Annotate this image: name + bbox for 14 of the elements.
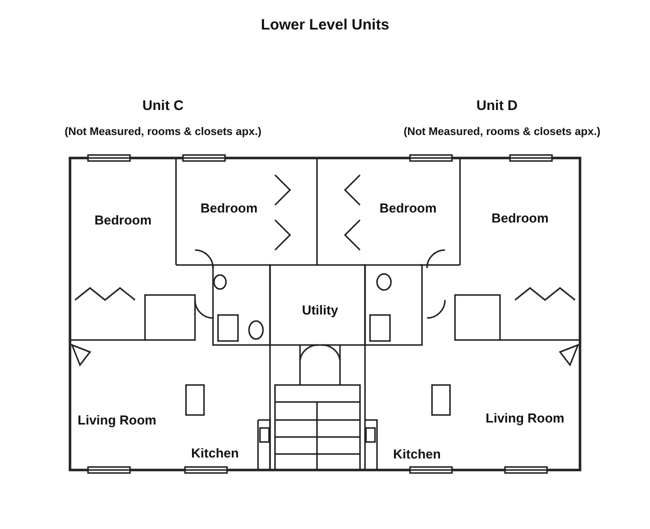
measurement-note: (Not Measured, rooms & closets apx.) — [404, 126, 600, 138]
unit-heading: Unit D — [476, 97, 518, 113]
room-label: Bedroom — [200, 200, 258, 216]
room-label: Kitchen — [393, 446, 441, 462]
room-label: Kitchen — [191, 446, 239, 460]
room-label: Living Room — [486, 410, 564, 426]
room-label: Bedroom — [94, 212, 152, 228]
room-label: Bedroom — [491, 210, 549, 226]
measurement-note: (Not Measured, rooms & closets apx.) — [64, 126, 262, 138]
unit-heading: Unit C — [142, 97, 184, 113]
room-label: Bedroom — [379, 200, 437, 216]
room-label: Utility — [302, 302, 338, 318]
plan-title: Lower Level Units — [260, 16, 390, 34]
room-label: Living Room — [78, 412, 156, 428]
